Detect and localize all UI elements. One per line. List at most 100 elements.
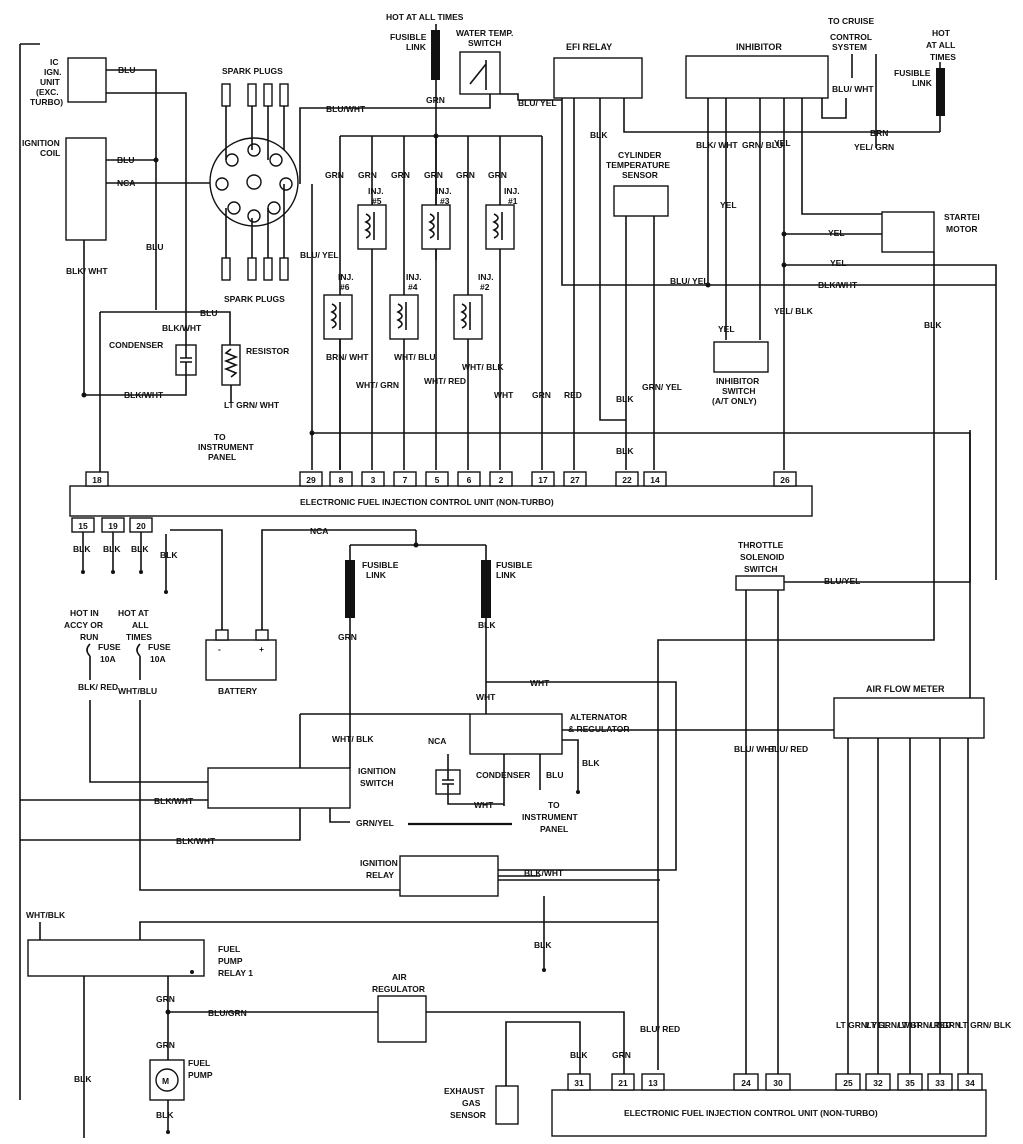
wire-bluyel-relay-2: BLU/ YEL	[670, 276, 709, 286]
wire-blk-pump: BLK	[156, 1110, 174, 1120]
fuse-a-2: 10A	[100, 654, 116, 664]
wire-blk-gnd: BLK	[160, 550, 178, 560]
wire-grn-pump: GRN	[156, 1040, 175, 1050]
condenser-alt	[435, 769, 461, 795]
air-reg-1: AIR	[392, 972, 407, 982]
svg-text:25: 25	[843, 1078, 853, 1088]
svg-text:34: 34	[965, 1078, 975, 1088]
cruise-3: SYSTEM	[832, 42, 867, 52]
alt-1: ALTERNATOR	[570, 712, 627, 722]
hot-right-3: TIMES	[930, 52, 956, 62]
wire-yel-starter-2: YEL	[830, 258, 847, 268]
wire-yel-starter: YEL	[828, 228, 845, 238]
wire-blkwht-3: BLK/WHT	[124, 390, 164, 400]
svg-text:17: 17	[538, 475, 548, 485]
svg-text:19: 19	[108, 521, 118, 531]
svg-text:24: 24	[741, 1078, 751, 1088]
wire-wht-alt-1: WHT	[530, 678, 550, 688]
wire-whtblk: WHT/ BLK	[462, 362, 504, 372]
efi-relay	[553, 57, 643, 99]
ign-switch-2: SWITCH	[360, 778, 394, 788]
fuse-b-2: 10A	[150, 654, 166, 664]
wire-blk-fl: BLK	[478, 620, 496, 630]
starter-motor	[881, 211, 935, 253]
hot-all-1: HOT AT	[118, 608, 149, 618]
wire-blkwht-ign: BLK/WHT	[154, 796, 194, 806]
svg-text:6: 6	[467, 475, 472, 485]
wire-grn-i1: GRN	[325, 170, 344, 180]
wire-blkwht-right: BLK/WHT	[818, 280, 858, 290]
resistor-label: RESISTOR	[246, 346, 289, 356]
hot-accy-2: ACCY OR	[64, 620, 103, 630]
ic-label-3: UNIT	[40, 77, 61, 87]
ignition-coil: IGNITION COIL	[22, 137, 107, 241]
battery: - +	[205, 629, 277, 681]
wire-blkred: BLK/ RED	[78, 682, 118, 692]
svg-text:13: 13	[648, 1078, 658, 1088]
wire-blk-relay2: BLK	[534, 940, 552, 950]
throttle-3: SWITCH	[744, 564, 778, 574]
ign-relay-1: IGNITION	[360, 858, 398, 868]
fusible-link-b	[481, 560, 491, 618]
fpr-2: PUMP	[218, 956, 243, 966]
condenser-alt-label: CONDENSER	[476, 770, 530, 780]
wire-blk-31: BLK	[570, 1050, 588, 1060]
svg-text:32: 32	[873, 1078, 883, 1088]
ic-label-4: (EXC.	[36, 87, 59, 97]
svg-text:33: 33	[935, 1078, 945, 1088]
svg-text:+: +	[259, 644, 264, 654]
fusible-link-right	[936, 68, 945, 116]
fpr-3: RELAY 1	[218, 968, 253, 978]
hot-accy-3: RUN	[80, 632, 98, 642]
svg-text:3: 3	[371, 475, 376, 485]
water-temp-2: SWITCH	[468, 38, 502, 48]
wire-ltgrnblk: LT GRN/ BLK	[958, 1020, 1012, 1030]
wire-red-27: RED	[564, 390, 582, 400]
svg-text:31: 31	[574, 1078, 584, 1088]
wire-lt-grn-wht: LT GRN/ WHT	[224, 400, 280, 410]
wire-blk-22a: BLK	[616, 394, 634, 404]
wire-blu-2: BLU	[117, 155, 134, 165]
inh-switch-2: SWITCH	[722, 386, 756, 396]
to-instr2-3: PANEL	[540, 824, 568, 834]
wire-nca-1: NCA	[117, 178, 135, 188]
fl-a-2: LINK	[366, 570, 387, 580]
wire-whtblk-ign: WHT/ BLK	[332, 734, 374, 744]
svg-text:18: 18	[92, 475, 102, 485]
throttle-2: SOLENOID	[740, 552, 784, 562]
wire-bluyel-relay-1: BLU/ YEL	[518, 98, 557, 108]
wire-blk-fpr: BLK	[74, 1074, 92, 1084]
svg-text:#6: #6	[340, 282, 350, 292]
inhibitor-switch	[713, 341, 769, 373]
hot-all-3: TIMES	[126, 632, 152, 642]
resistor	[221, 344, 241, 386]
fl-a-1: FUSIBLE	[362, 560, 399, 570]
svg-text:INJ.: INJ.	[436, 186, 452, 196]
wire-ltgrn: LT GRN	[930, 1020, 961, 1030]
svg-text:INJ.: INJ.	[478, 272, 494, 282]
to-instr2-2: INSTRUMENT	[522, 812, 579, 822]
wire-blk-22b: BLK	[616, 446, 634, 456]
wire-brn: BRN	[870, 128, 888, 138]
wire-bluyel-throttle: BLU/YEL	[824, 576, 860, 586]
efi-relay-label: EFI RELAY	[566, 42, 612, 52]
wire-blu-1: BLU	[118, 65, 135, 75]
svg-text:26: 26	[780, 475, 790, 485]
fusible-top-2: LINK	[406, 42, 427, 52]
wire-blu-4: BLU	[200, 308, 217, 318]
wire-bluwht-cruise: BLU/ WHT	[832, 84, 874, 94]
wire-whtblu: WHT/ BLU	[394, 352, 436, 362]
condenser-top	[175, 344, 197, 376]
fuel-pump: M	[149, 1059, 185, 1101]
pump-symbol: M	[162, 1076, 169, 1086]
wire-blured-13: BLU/ RED	[640, 1024, 680, 1034]
svg-text:21: 21	[618, 1078, 628, 1088]
svg-text:-: -	[218, 644, 221, 654]
fusible-link-top	[431, 30, 440, 80]
svg-text:INJ.: INJ.	[504, 186, 520, 196]
inh-switch-1: INHIBITOR	[716, 376, 759, 386]
injector-5: INJ. #5	[357, 186, 387, 250]
ic-label-5: TURBO)	[30, 97, 63, 107]
ic-label-2: IGN.	[44, 67, 61, 77]
